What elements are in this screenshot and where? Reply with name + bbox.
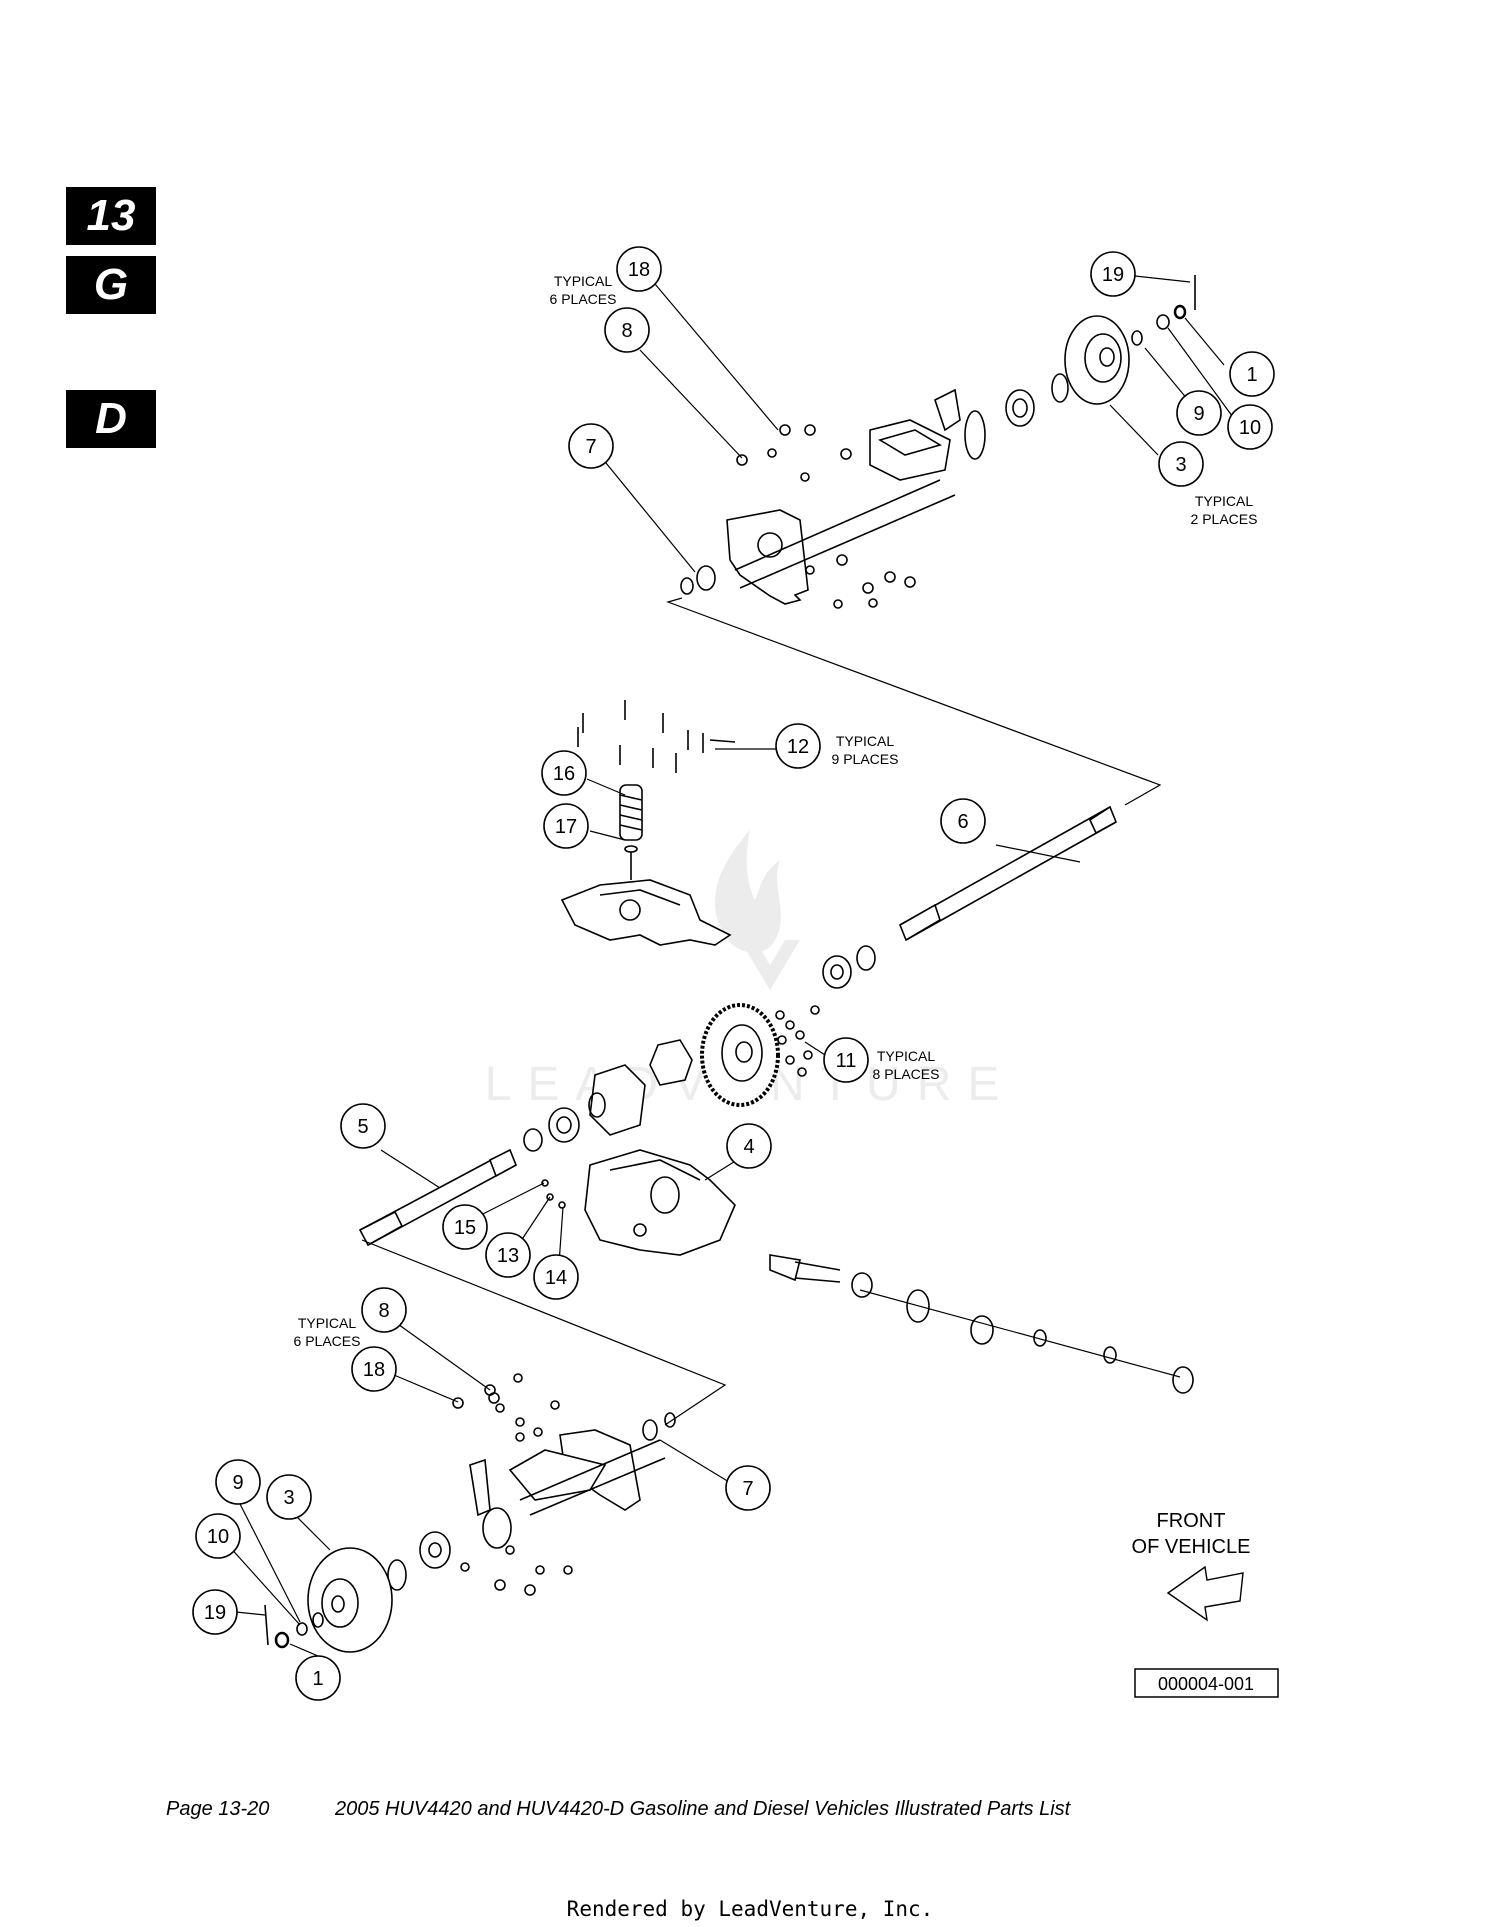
rendered-by-credit: Rendered by LeadVenture, Inc.: [566, 1897, 934, 1921]
section-tab-g: G: [66, 256, 156, 314]
callout-6: 6: [957, 811, 968, 833]
top-axle-housing: [680, 275, 1196, 609]
differential-case: [588, 1039, 693, 1136]
note-typical-8-line2: 8 PLACES: [873, 1066, 940, 1082]
axle-shaft-5: [358, 1148, 518, 1247]
callout-7-top: 7: [585, 436, 596, 458]
note-typical-6-top-line1: TYPICAL: [554, 273, 613, 289]
transaxle-housing: [541, 1149, 736, 1256]
section-tab-d: D: [66, 390, 156, 448]
figure-id-box: [1134, 1668, 1279, 1698]
footer-document-title: 2005 HUV4420 and HUV4420-D Gasoline and …: [335, 1798, 1071, 1820]
note-typical-2-line1: TYPICAL: [1195, 493, 1254, 509]
callout-18-bottom: 18: [363, 1359, 385, 1381]
callout-15: 15: [454, 1217, 476, 1239]
callout-5: 5: [357, 1116, 368, 1138]
callout-1-top: 1: [1246, 364, 1257, 386]
callout-14: 14: [545, 1267, 567, 1289]
front-label-line2: OF VEHICLE: [1132, 1536, 1251, 1558]
note-typical-9-line2: 9 PLACES: [832, 751, 899, 767]
section-tab-13: 13: [66, 187, 156, 245]
callout-3-top: 3: [1175, 454, 1186, 476]
bearings-5: [523, 1107, 580, 1152]
front-direction-arrow: [1166, 1565, 1244, 1622]
bearings-6: [822, 945, 876, 989]
callout-9-top: 9: [1193, 403, 1204, 425]
leader-lines: [218, 275, 1236, 1657]
callout-12: 12: [787, 736, 809, 758]
callout-8-bottom: 8: [378, 1300, 389, 1322]
note-typical-6-bottom-line2: 6 PLACES: [294, 1333, 361, 1349]
callout-10-bottom: 10: [207, 1526, 229, 1548]
callout-18-top: 18: [628, 259, 650, 281]
callout-19-bottom: 19: [204, 1602, 226, 1624]
callout-3-bottom: 3: [283, 1487, 294, 1509]
cover-bolts: [577, 700, 736, 773]
note-typical-9-line1: TYPICAL: [836, 733, 895, 749]
note-typical-8-line1: TYPICAL: [877, 1048, 936, 1064]
callout-4: 4: [743, 1136, 754, 1158]
callout-17: 17: [555, 816, 577, 838]
callout-10-top: 10: [1239, 417, 1261, 439]
axle-shaft-6: [898, 805, 1118, 942]
rear-axle-exploded-diagram: LEADVENTURE: [192, 246, 1279, 1701]
callout-9-bottom: 9: [232, 1472, 243, 1494]
differential-cover: [560, 879, 732, 946]
spring: [619, 784, 643, 880]
front-label-line1: FRONT: [1157, 1510, 1226, 1532]
callout-1-bottom: 1: [312, 1668, 323, 1690]
footer-page-number: Page 13-20: [166, 1798, 270, 1820]
note-typical-2-line2: 2 PLACES: [1191, 511, 1258, 527]
callout-8-top: 8: [621, 320, 632, 342]
assembly-center-line-top: [666, 597, 1162, 806]
note-typical-6-bottom-line1: TYPICAL: [298, 1315, 357, 1331]
assembly-center-line-bottom: [361, 1239, 727, 1426]
callout-11: 11: [836, 1050, 857, 1072]
ring-gear: [700, 1003, 780, 1107]
bottom-axle-housing: [264, 1373, 676, 1653]
note-typical-6-top-line2: 6 PLACES: [550, 291, 617, 307]
figure-id-text: 000004-001: [1158, 1674, 1254, 1694]
pinion-shaft: [769, 1254, 1194, 1394]
callout-circles: [192, 246, 1275, 1701]
callout-19-top: 19: [1102, 264, 1124, 286]
ring-gear-bolts: [775, 1005, 820, 1077]
callout-16: 16: [553, 763, 575, 785]
callout-13: 13: [497, 1245, 519, 1267]
callout-7-bottom: 7: [742, 1478, 753, 1500]
